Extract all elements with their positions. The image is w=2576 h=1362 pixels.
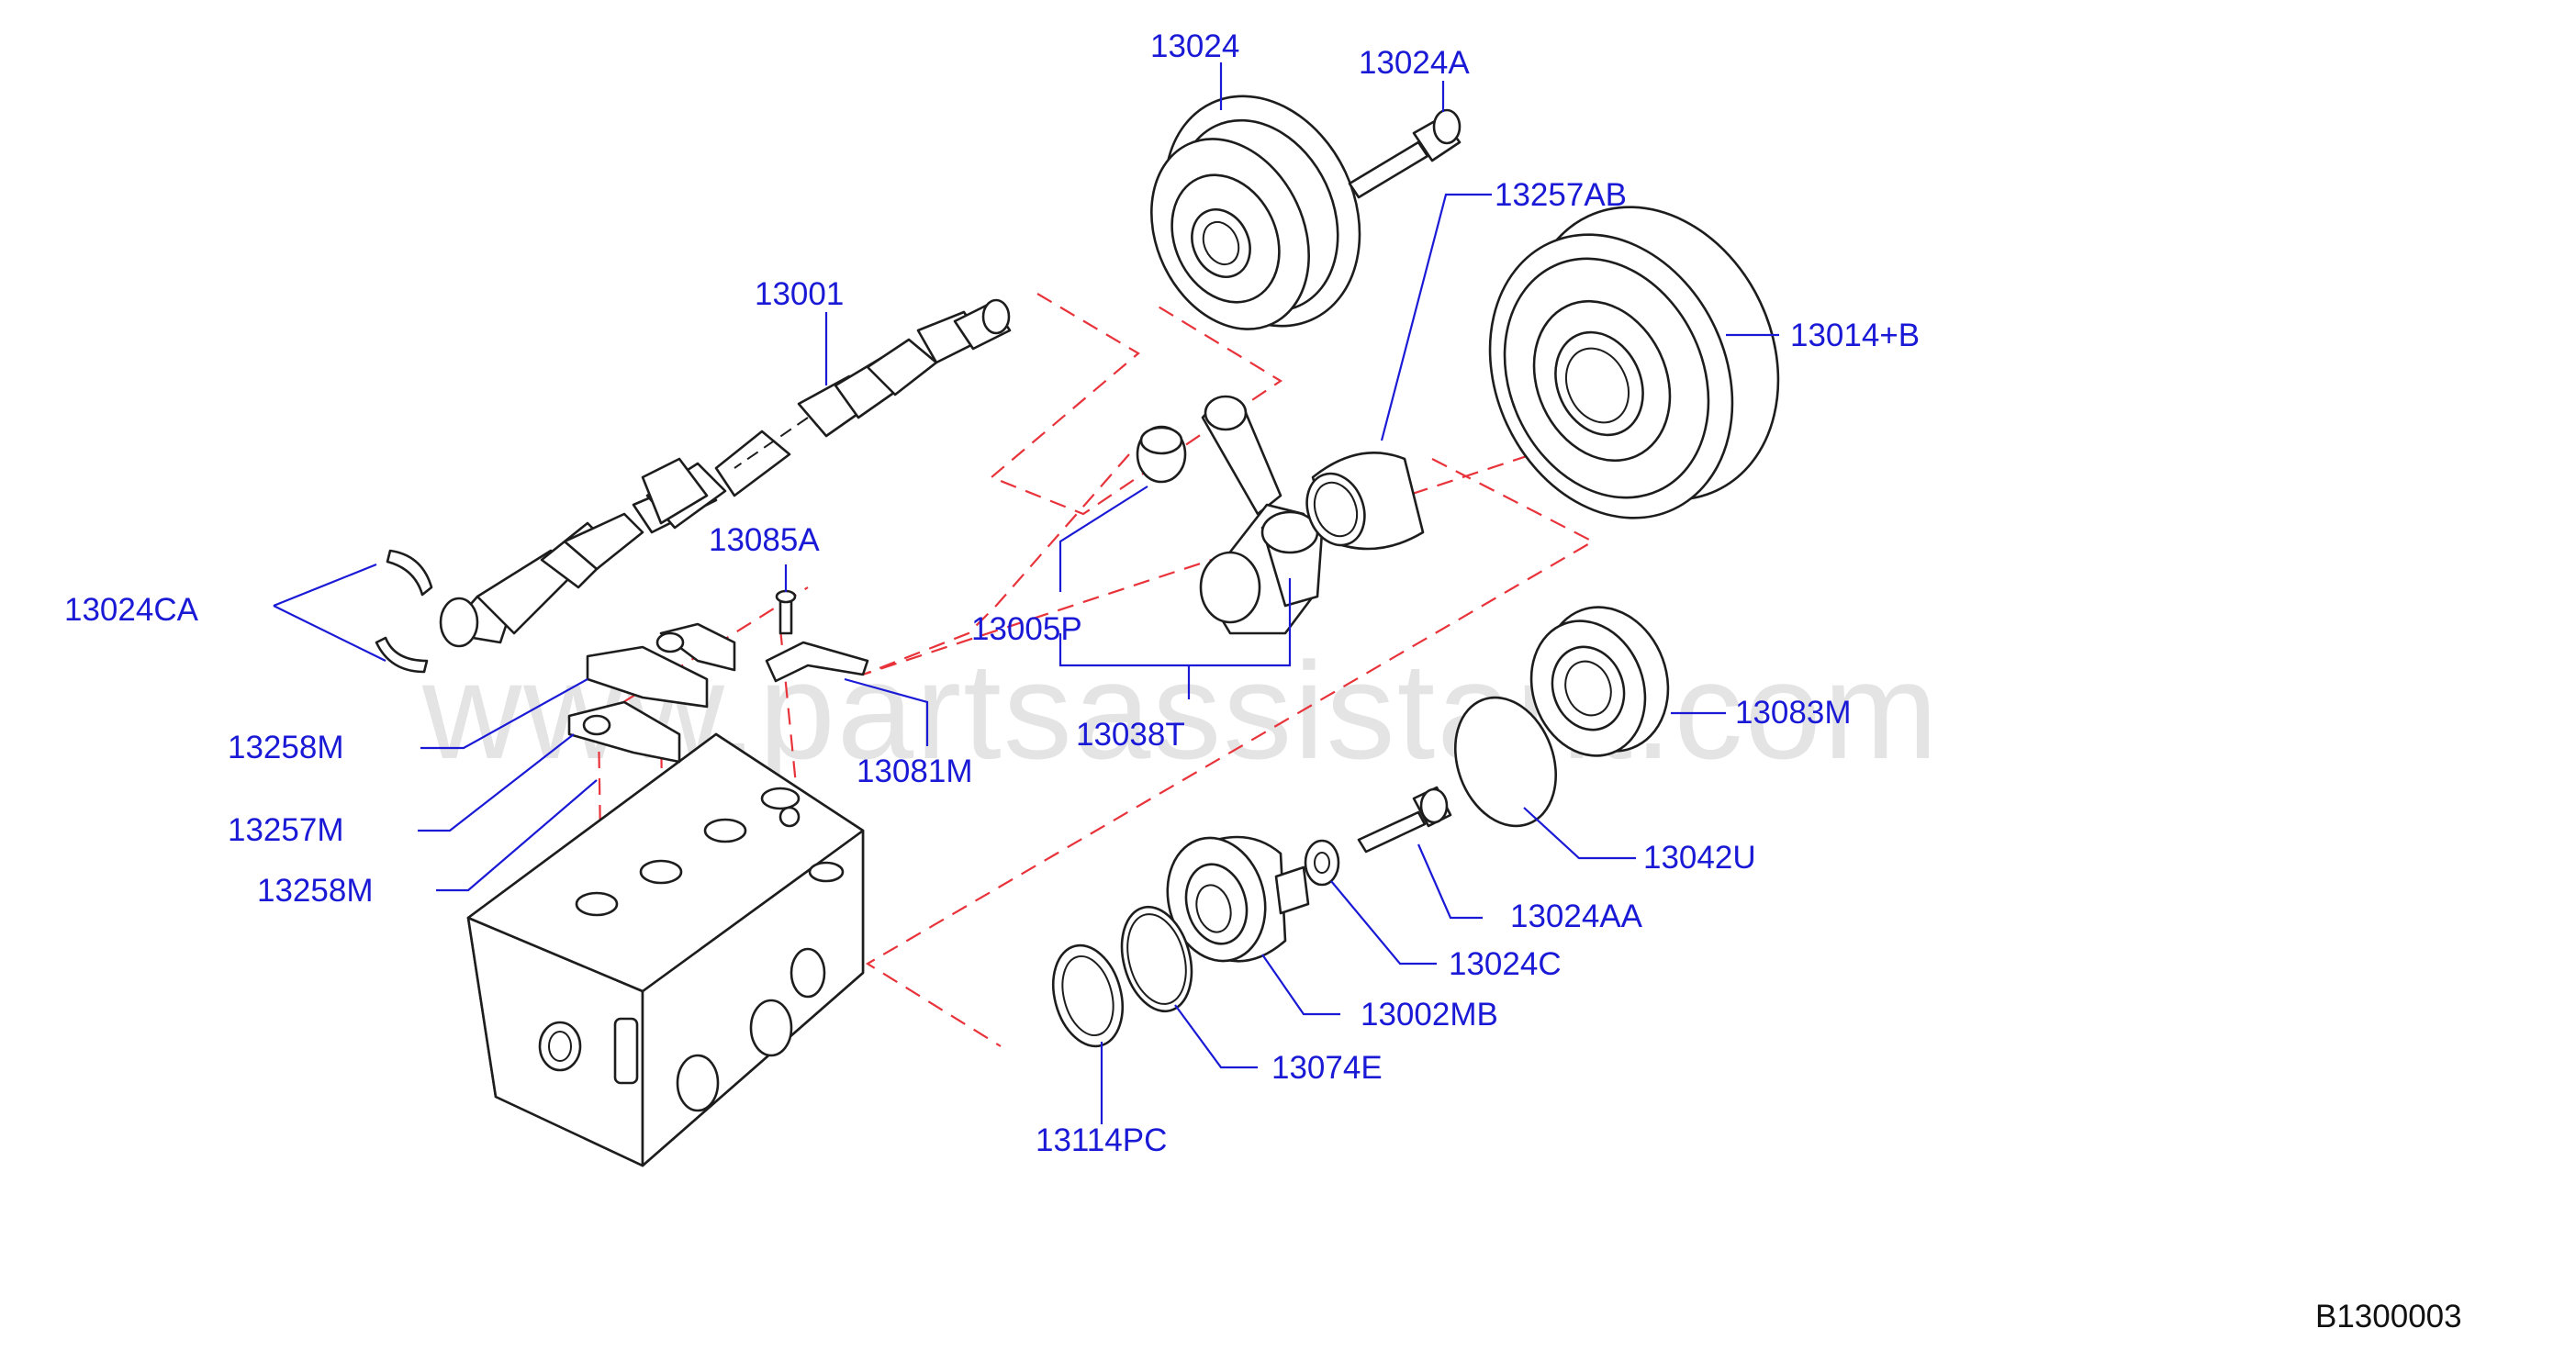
thrust-half-rings-part <box>375 549 433 674</box>
label-13024C[interactable]: 13024C <box>1449 946 1562 982</box>
label-13114PC[interactable]: 13114PC <box>1036 1122 1167 1158</box>
label-13258M-bottom[interactable]: 13258M <box>257 873 373 909</box>
label-13038T[interactable]: 13038T <box>1076 717 1185 753</box>
rocker-arms-part <box>567 622 736 764</box>
connecting-rod-part <box>1136 395 1324 635</box>
label-13024[interactable]: 13024 <box>1150 28 1239 64</box>
o-ring-part <box>1120 905 1193 1013</box>
housing-part <box>1529 606 1670 757</box>
leader-lines <box>273 62 1779 1124</box>
gear-bolt-part <box>1348 108 1462 199</box>
label-13024AA[interactable]: 13024AA <box>1510 899 1643 934</box>
washer-part <box>1304 839 1340 887</box>
label-13258M-top[interactable]: 13258M <box>228 730 343 765</box>
label-13083M[interactable]: 13083M <box>1735 695 1851 731</box>
label-13024A[interactable]: 13024A <box>1359 45 1470 81</box>
cylinder-head-part <box>466 732 865 1167</box>
label-13005P[interactable]: 13005P <box>971 611 1082 647</box>
cover-disc-part <box>1453 696 1558 828</box>
idler-gear-part <box>1488 206 1780 519</box>
label-13001[interactable]: 13001 <box>755 276 844 312</box>
assembly-bolt-part <box>1357 786 1452 854</box>
label-13014B[interactable]: 13014+B <box>1790 318 1920 353</box>
camshaft-part <box>439 298 1012 648</box>
label-13074E[interactable]: 13074E <box>1271 1050 1383 1086</box>
label-13257AB[interactable]: 13257AB <box>1495 177 1627 213</box>
rocker-bolt-and-clip-part <box>765 589 869 828</box>
label-13024CA[interactable]: 13024CA <box>64 592 199 628</box>
hub-part <box>1166 835 1310 963</box>
label-13002MB[interactable]: 13002MB <box>1361 997 1498 1033</box>
bushing-part <box>1305 452 1425 551</box>
label-13042U[interactable]: 13042U <box>1643 840 1756 876</box>
camshaft-gear-part <box>1150 95 1361 330</box>
ring-part <box>1052 943 1124 1048</box>
label-13257M[interactable]: 13257M <box>228 812 343 848</box>
part-labels: 13024 13024A 13257AB 13014+B 13001 13085… <box>64 28 1920 1158</box>
diagram-code: B1300003 <box>2315 1299 2462 1334</box>
label-13081M[interactable]: 13081M <box>857 754 972 789</box>
label-13085A[interactable]: 13085A <box>709 522 820 558</box>
